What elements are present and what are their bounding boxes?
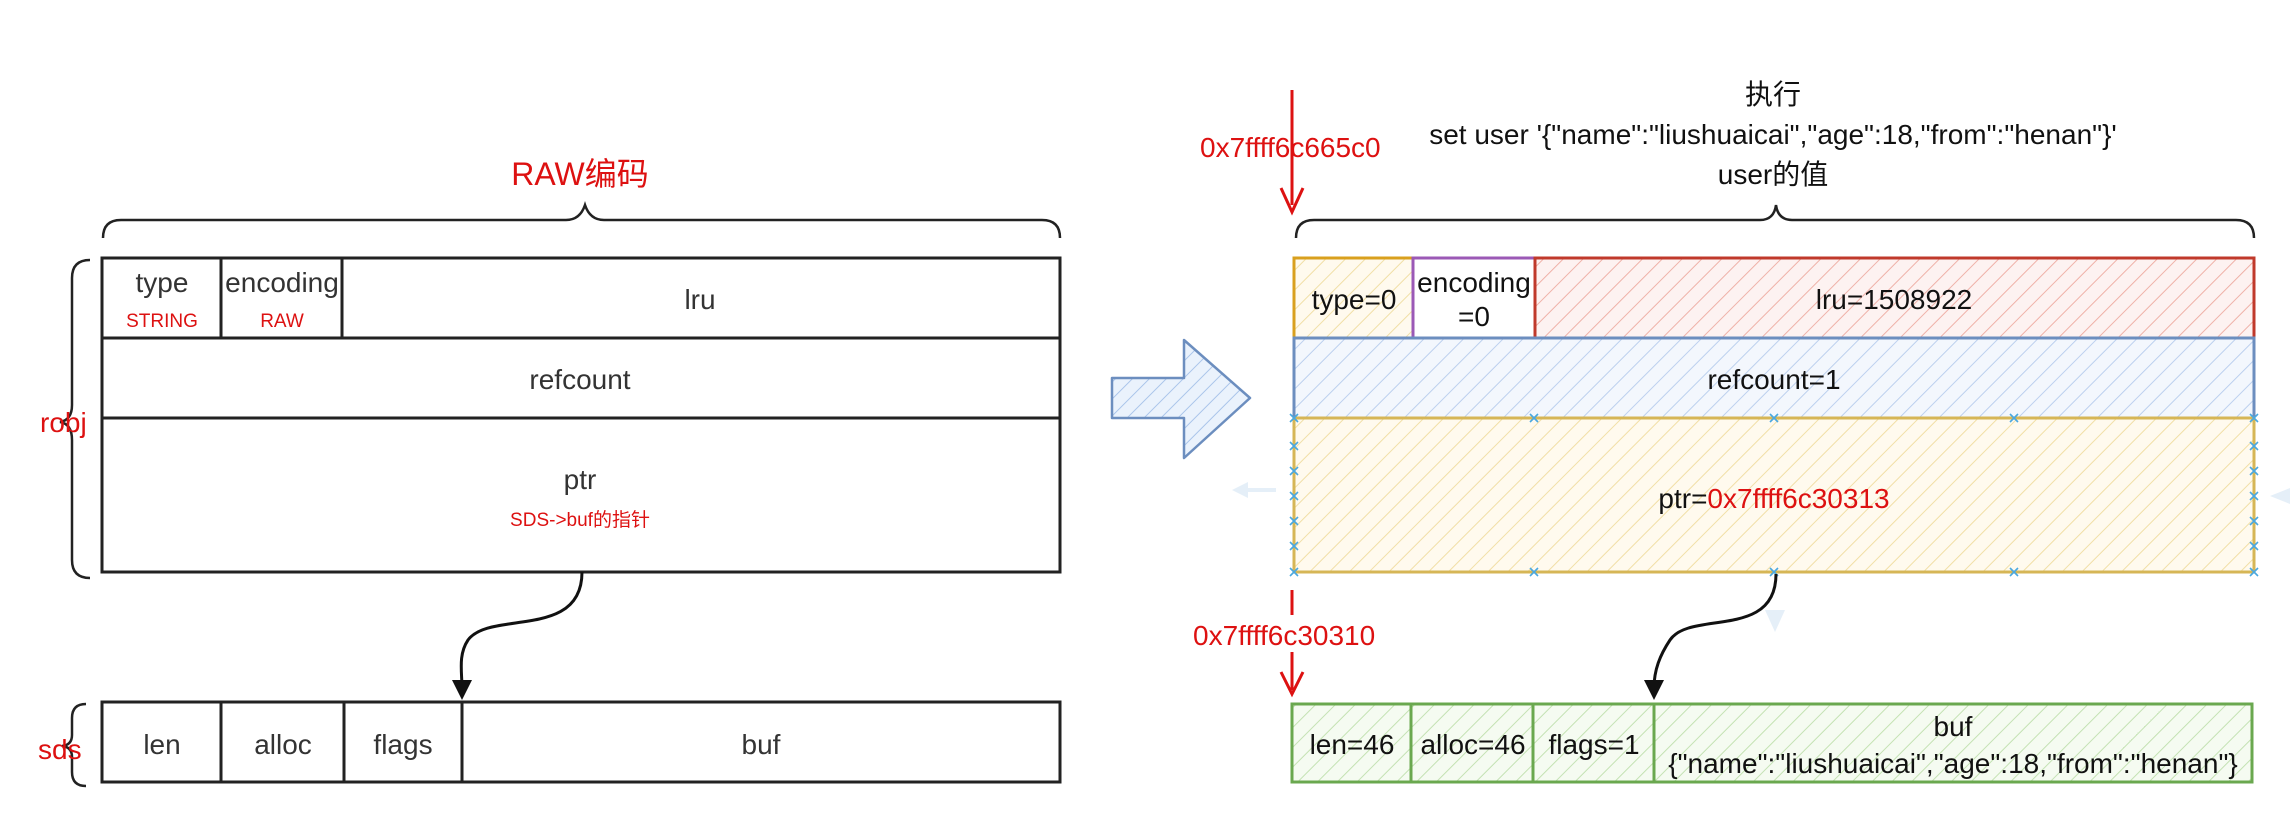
type-label: type bbox=[136, 267, 189, 298]
selection-x-marker bbox=[2249, 491, 2259, 501]
encoding-label: encoding bbox=[225, 267, 339, 298]
encoding-field-line2: =0 bbox=[1458, 301, 1490, 332]
buf-field-box bbox=[1652, 702, 2254, 784]
selection-x-marker bbox=[1289, 491, 1299, 501]
selection-x-marker bbox=[1769, 413, 1779, 423]
refcount-field: refcount=1 bbox=[1707, 364, 1840, 395]
right-top-brace bbox=[1294, 204, 2256, 239]
selection-x-marker bbox=[2249, 567, 2259, 577]
down-arrow-icon bbox=[1279, 671, 1305, 698]
sds-len: len bbox=[143, 729, 180, 760]
selection-x-marker bbox=[2249, 541, 2259, 551]
sds-alloc: alloc bbox=[254, 729, 312, 760]
robj-label: robj bbox=[40, 407, 87, 438]
selection-x-marker bbox=[2249, 516, 2259, 526]
sds-brace bbox=[61, 702, 87, 788]
selection-x-marker bbox=[1529, 413, 1539, 423]
selection-x-marker bbox=[2009, 413, 2019, 423]
ptr-label: ptr bbox=[564, 464, 597, 495]
refcount-label: refcount bbox=[529, 364, 630, 395]
alloc-field-box bbox=[1409, 702, 1535, 784]
len-field: len=46 bbox=[1310, 729, 1395, 760]
selection-x-marker bbox=[1289, 413, 1299, 423]
selection-x-marker bbox=[1289, 541, 1299, 551]
encoding-field-line1: encoding bbox=[1417, 267, 1531, 298]
lru-field: lru=1508922 bbox=[1816, 284, 1972, 315]
header-line-3: user的值 bbox=[1718, 159, 1828, 190]
left-diagram: RAW编码 robj type STRING encoding RAW lru … bbox=[38, 156, 1062, 788]
sds-buf: buf bbox=[742, 729, 781, 760]
len-field-box bbox=[1290, 702, 1413, 784]
left-pointer-arrow bbox=[459, 571, 584, 689]
sds-address: 0x7ffff6c30310 bbox=[1193, 620, 1375, 651]
right-pointer-arrow bbox=[1652, 573, 1778, 689]
sds-label: sds bbox=[38, 734, 82, 765]
ptr-note: SDS->buf的指针 bbox=[510, 509, 650, 531]
right-diagram: 执行 set user '{"name":"liushuaicai","age"… bbox=[1193, 79, 2259, 784]
flags-field-box bbox=[1531, 702, 1656, 784]
robj-address: 0x7ffff6c665c0 bbox=[1200, 132, 1381, 163]
right-arrow-icon bbox=[1110, 338, 1252, 460]
down-arrow-icon bbox=[1279, 187, 1305, 216]
down-arrow-icon bbox=[452, 680, 472, 700]
header-line-2: set user '{"name":"liushuaicai","age":18… bbox=[1429, 119, 2117, 150]
selection-x-marker bbox=[1289, 567, 1299, 577]
refcount-field-box bbox=[1292, 336, 2256, 420]
selection-x-marker bbox=[2249, 441, 2259, 451]
selection-markers bbox=[1289, 413, 2259, 577]
type-field: type=0 bbox=[1312, 284, 1397, 315]
selection-x-marker bbox=[2249, 466, 2259, 476]
sds-row bbox=[100, 700, 1062, 784]
lru-label: lru bbox=[684, 284, 715, 315]
lru-field-box bbox=[1533, 256, 2256, 340]
buf-label: buf bbox=[1934, 711, 1973, 742]
selection-x-marker bbox=[2249, 413, 2259, 423]
ptr-field-box bbox=[1292, 416, 2256, 574]
faint-markers bbox=[1232, 482, 2290, 632]
robj-brace bbox=[59, 258, 91, 580]
header-line-1: 执行 bbox=[1745, 79, 1801, 110]
type-value: STRING bbox=[126, 311, 198, 332]
alloc-field: alloc=46 bbox=[1420, 729, 1525, 760]
robj-row-3 bbox=[100, 416, 1062, 574]
selection-x-marker bbox=[1289, 466, 1299, 476]
selection-x-marker bbox=[1289, 441, 1299, 451]
selection-x-marker bbox=[2009, 567, 2019, 577]
raw-encoding-title: RAW编码 bbox=[511, 156, 648, 192]
buf-value: {"name":"liushuaicai","age":18,"from":"h… bbox=[1668, 748, 2238, 779]
ptr-prefix: ptr= bbox=[1658, 483, 1707, 514]
down-arrow-icon bbox=[1644, 680, 1664, 700]
selection-x-marker bbox=[1289, 516, 1299, 526]
ptr-field: ptr=0x7ffff6c30313 bbox=[1658, 483, 1889, 514]
sds-flags: flags bbox=[373, 729, 432, 760]
flags-field: flags=1 bbox=[1548, 729, 1639, 760]
selection-x-marker bbox=[1529, 567, 1539, 577]
ptr-value: 0x7ffff6c30313 bbox=[1707, 483, 1889, 514]
left-top-brace bbox=[101, 201, 1062, 239]
encoding-value: RAW bbox=[260, 311, 304, 332]
